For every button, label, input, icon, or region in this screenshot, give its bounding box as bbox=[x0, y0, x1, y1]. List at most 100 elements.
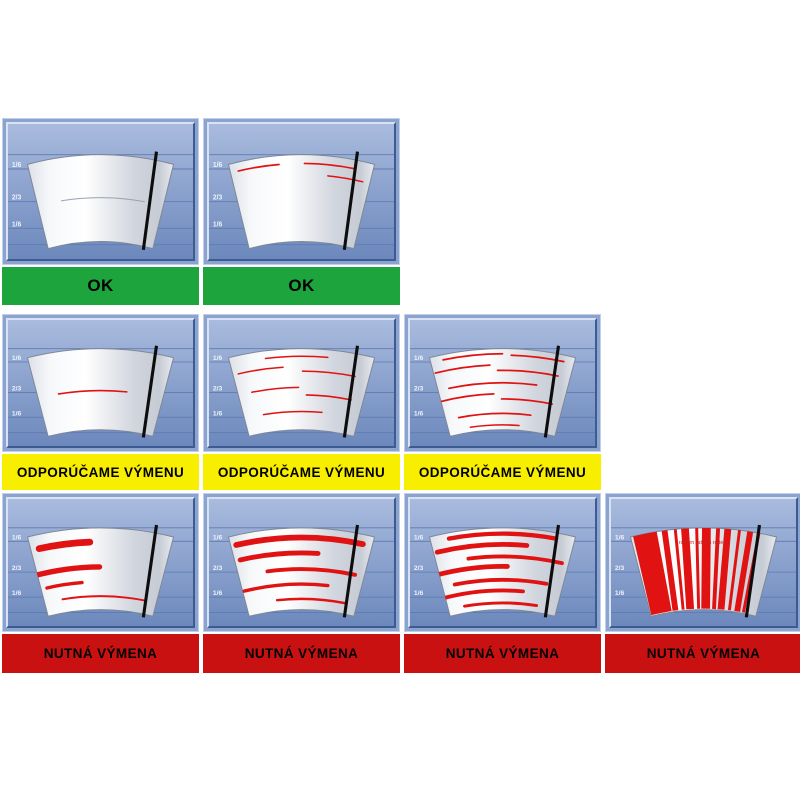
scale-mark-label: 1/6 bbox=[12, 355, 22, 362]
streak-mark bbox=[442, 352, 504, 361]
wiper-illustration: 1/6 2/3 1/6 rattern rattern rattern bbox=[611, 499, 796, 626]
streak-mark bbox=[446, 531, 559, 541]
vertical-smear-mark bbox=[734, 531, 754, 612]
scale-mark-label: 1/6 bbox=[12, 590, 22, 597]
scale-mark-label: 1/6 bbox=[213, 221, 223, 228]
illustration-panel: 1/6 2/3 1/6 bbox=[207, 497, 396, 628]
vertical-smear-mark bbox=[712, 528, 721, 610]
scale-mark-label: 1/6 bbox=[414, 534, 424, 541]
wiper-illustration: 1/62/31/6 bbox=[8, 499, 193, 626]
streak-mark bbox=[264, 355, 329, 360]
status-bar-recommend: ODPORÚČAME VÝMENU bbox=[2, 454, 199, 490]
wear-marks bbox=[57, 389, 128, 395]
scale-mark-label: 1/6 bbox=[213, 162, 223, 169]
wiper-blade-icon bbox=[543, 524, 561, 618]
streak-mark bbox=[237, 163, 280, 172]
wear-marks bbox=[433, 531, 564, 608]
streak-mark bbox=[35, 538, 94, 553]
illustration-panel: 1/6 2/3 1/6 rattern rattern rattern bbox=[609, 497, 798, 628]
scale-mark-label: 1/6 bbox=[414, 355, 424, 362]
status-bar-replace: NUTNÁ VÝMENA bbox=[605, 634, 800, 673]
wiped-area-fan bbox=[227, 527, 376, 617]
wiper-blade-icon bbox=[141, 524, 159, 618]
streak-mark bbox=[237, 550, 321, 563]
scale-mark-label: 2/3 bbox=[12, 565, 22, 572]
streak-mark bbox=[45, 580, 84, 590]
streak-mark bbox=[61, 197, 145, 203]
wiper-illustration: 1/62/31/6 bbox=[410, 499, 595, 626]
illustration-panel: 1/6 2/3 1/6 bbox=[207, 122, 396, 261]
streak-mark bbox=[233, 534, 366, 548]
streak-mark bbox=[61, 595, 146, 602]
status-bar-ok: OK bbox=[203, 267, 400, 305]
wiper-blade-icon bbox=[141, 151, 159, 251]
streak-mark bbox=[433, 564, 510, 578]
scale-mark-label: 2/3 bbox=[615, 565, 625, 572]
wear-marks bbox=[237, 162, 364, 183]
streak-mark bbox=[327, 175, 364, 183]
scale-mark-label: 2/3 bbox=[213, 195, 223, 202]
streak-mark bbox=[434, 542, 530, 555]
status-bar-recommend: ODPORÚČAME VÝMENU bbox=[404, 454, 601, 490]
wear-marks: rattern rattern rattern bbox=[633, 527, 761, 616]
streak-mark bbox=[242, 582, 330, 593]
vertical-smear-mark bbox=[695, 527, 701, 609]
wiper-blade-icon bbox=[543, 345, 561, 438]
status-bar-ok: OK bbox=[2, 267, 199, 305]
streak-mark bbox=[305, 394, 352, 401]
scale-mark-label: 2/3 bbox=[12, 386, 22, 393]
wear-marks bbox=[237, 355, 356, 416]
streak-mark bbox=[262, 410, 323, 416]
wiper-illustration: 1/62/31/6 bbox=[8, 320, 193, 446]
vertical-smear-mark bbox=[717, 528, 732, 610]
wiper-blade-icon bbox=[141, 345, 159, 438]
wiped-area-fan bbox=[227, 154, 376, 250]
illustration-frame: 1/6 2/3 1/6 bbox=[203, 493, 400, 632]
wiped-area-fan bbox=[428, 348, 577, 437]
streak-mark bbox=[463, 601, 539, 608]
scale-mark-label: 2/3 bbox=[213, 386, 223, 393]
vertical-smear-mark bbox=[727, 529, 741, 611]
wiped-area-fan bbox=[227, 348, 376, 437]
streak-mark bbox=[57, 389, 128, 395]
scale-mark-label: 1/6 bbox=[615, 534, 625, 541]
vertical-smear-mark bbox=[681, 528, 695, 610]
wiped-area-fan bbox=[26, 348, 175, 437]
wear-marks bbox=[434, 352, 565, 428]
scale-mark-label: 1/6 bbox=[12, 162, 22, 169]
streak-mark bbox=[265, 567, 358, 577]
streak-mark bbox=[439, 588, 525, 601]
vertical-smear-mark bbox=[643, 531, 672, 614]
vertical-smear-mark bbox=[633, 533, 662, 616]
illustration-frame: 1/6 2/3 1/6 bbox=[203, 118, 400, 265]
scale-mark-label: 1/6 bbox=[213, 590, 223, 597]
streak-mark bbox=[251, 386, 300, 394]
status-bar-replace: NUTNÁ VÝMENA bbox=[404, 634, 601, 673]
streak-mark bbox=[510, 354, 565, 363]
wiper-illustration: 1/62/31/6 bbox=[410, 320, 595, 446]
wiper-illustration: 1/6 2/3 1/6 bbox=[209, 499, 394, 626]
wear-marks bbox=[233, 534, 366, 605]
status-bar-replace: NUTNÁ VÝMENA bbox=[2, 634, 199, 673]
scale-mark-label: 2/3 bbox=[213, 565, 223, 572]
wear-marks bbox=[30, 538, 146, 602]
wiper-blade-icon bbox=[744, 524, 762, 618]
scale-mark-label: 1/6 bbox=[615, 590, 625, 597]
wiper-illustration: 1/6 2/3 1/6 bbox=[209, 124, 394, 259]
scale-mark-label: 1/6 bbox=[213, 534, 223, 541]
wiper-illustration: 1/62/31/6 bbox=[8, 124, 193, 259]
